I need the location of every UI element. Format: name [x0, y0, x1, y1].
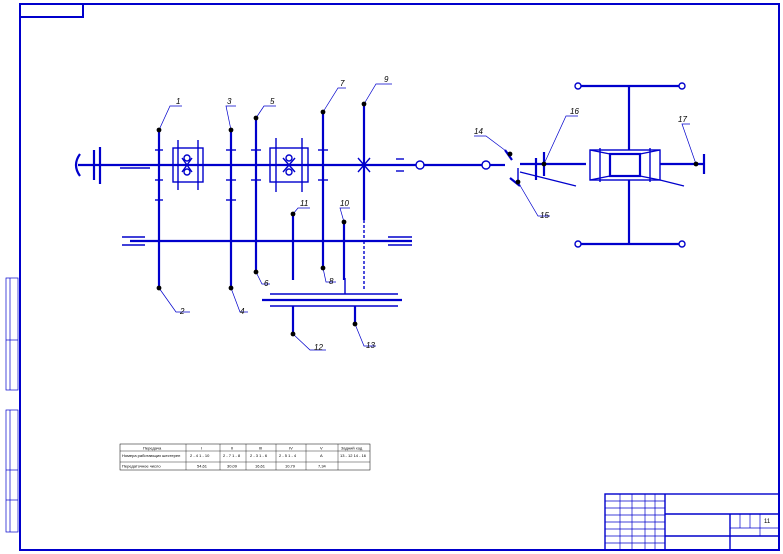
label-13: 13	[366, 341, 375, 350]
table-row-2-cell-5: 7,34	[318, 464, 327, 469]
final-drive-schematic	[504, 82, 706, 248]
label-16: 16	[570, 107, 579, 116]
callout-dots	[156, 101, 699, 337]
table-row-1-cell-6: 13 - 12 14 - 16	[340, 453, 367, 458]
table-row-2-cell-4: 10,79	[285, 464, 296, 469]
label-7: 7	[340, 79, 345, 88]
table-header-5: V	[320, 446, 323, 451]
table-row-1-label: Номера работающих шестерен	[122, 453, 180, 458]
label-12: 12	[314, 343, 323, 352]
table-header-2: II	[231, 446, 233, 451]
label-5: 5	[270, 97, 275, 106]
title-block	[604, 493, 780, 551]
label-14: 14	[474, 127, 483, 136]
label-8: 8	[329, 277, 334, 286]
table-header-0: Передача	[143, 446, 162, 451]
left-margin-stamp	[5, 277, 19, 533]
label-4: 4	[240, 307, 245, 316]
label-1: 1	[176, 97, 180, 106]
table-header-6: Задний ход	[341, 446, 363, 451]
table-row-1-cell-1: 2 - 4 1 - 10	[190, 453, 210, 458]
gearbox-schematic	[74, 104, 505, 334]
callout-leaders	[158, 83, 697, 351]
table-row-1-cell-5: A	[320, 453, 323, 458]
gear-ratio-table: Передача I II III IV V Задний ход Номера…	[119, 443, 371, 471]
table-row-2-cell-2: 30,09	[227, 464, 238, 469]
label-15: 15	[540, 211, 549, 220]
table-row-1-cell-4: 2 - 5 1 - 4	[279, 453, 297, 458]
callout-numbers: 1 2 3 4 5 6 7 8 9 10 11 12 13 14 15 16 1…	[176, 75, 687, 352]
table-header-1: I	[201, 446, 202, 451]
label-17: 17	[678, 115, 687, 124]
table-row-2-cell-3: 16,61	[255, 464, 266, 469]
label-3: 3	[227, 97, 232, 106]
drawing-frame	[19, 3, 780, 551]
sheet-number: 11	[764, 519, 771, 525]
label-2: 2	[179, 307, 185, 316]
table-header-4: IV	[289, 446, 293, 451]
label-9: 9	[384, 75, 389, 84]
label-6: 6	[264, 279, 269, 288]
table-row-2-label: Передаточное число	[122, 464, 161, 469]
top-left-stamp	[19, 3, 84, 18]
table-row-2-cell-1: 54,61	[197, 464, 208, 469]
table-row-1-cell-3: 2 - 3 1 - 6	[250, 453, 268, 458]
label-11: 11	[300, 199, 308, 208]
label-10: 10	[340, 199, 349, 208]
table-row-1-cell-2: 2 - 7 1 - 8	[223, 453, 241, 458]
table-header-3: III	[259, 446, 262, 451]
